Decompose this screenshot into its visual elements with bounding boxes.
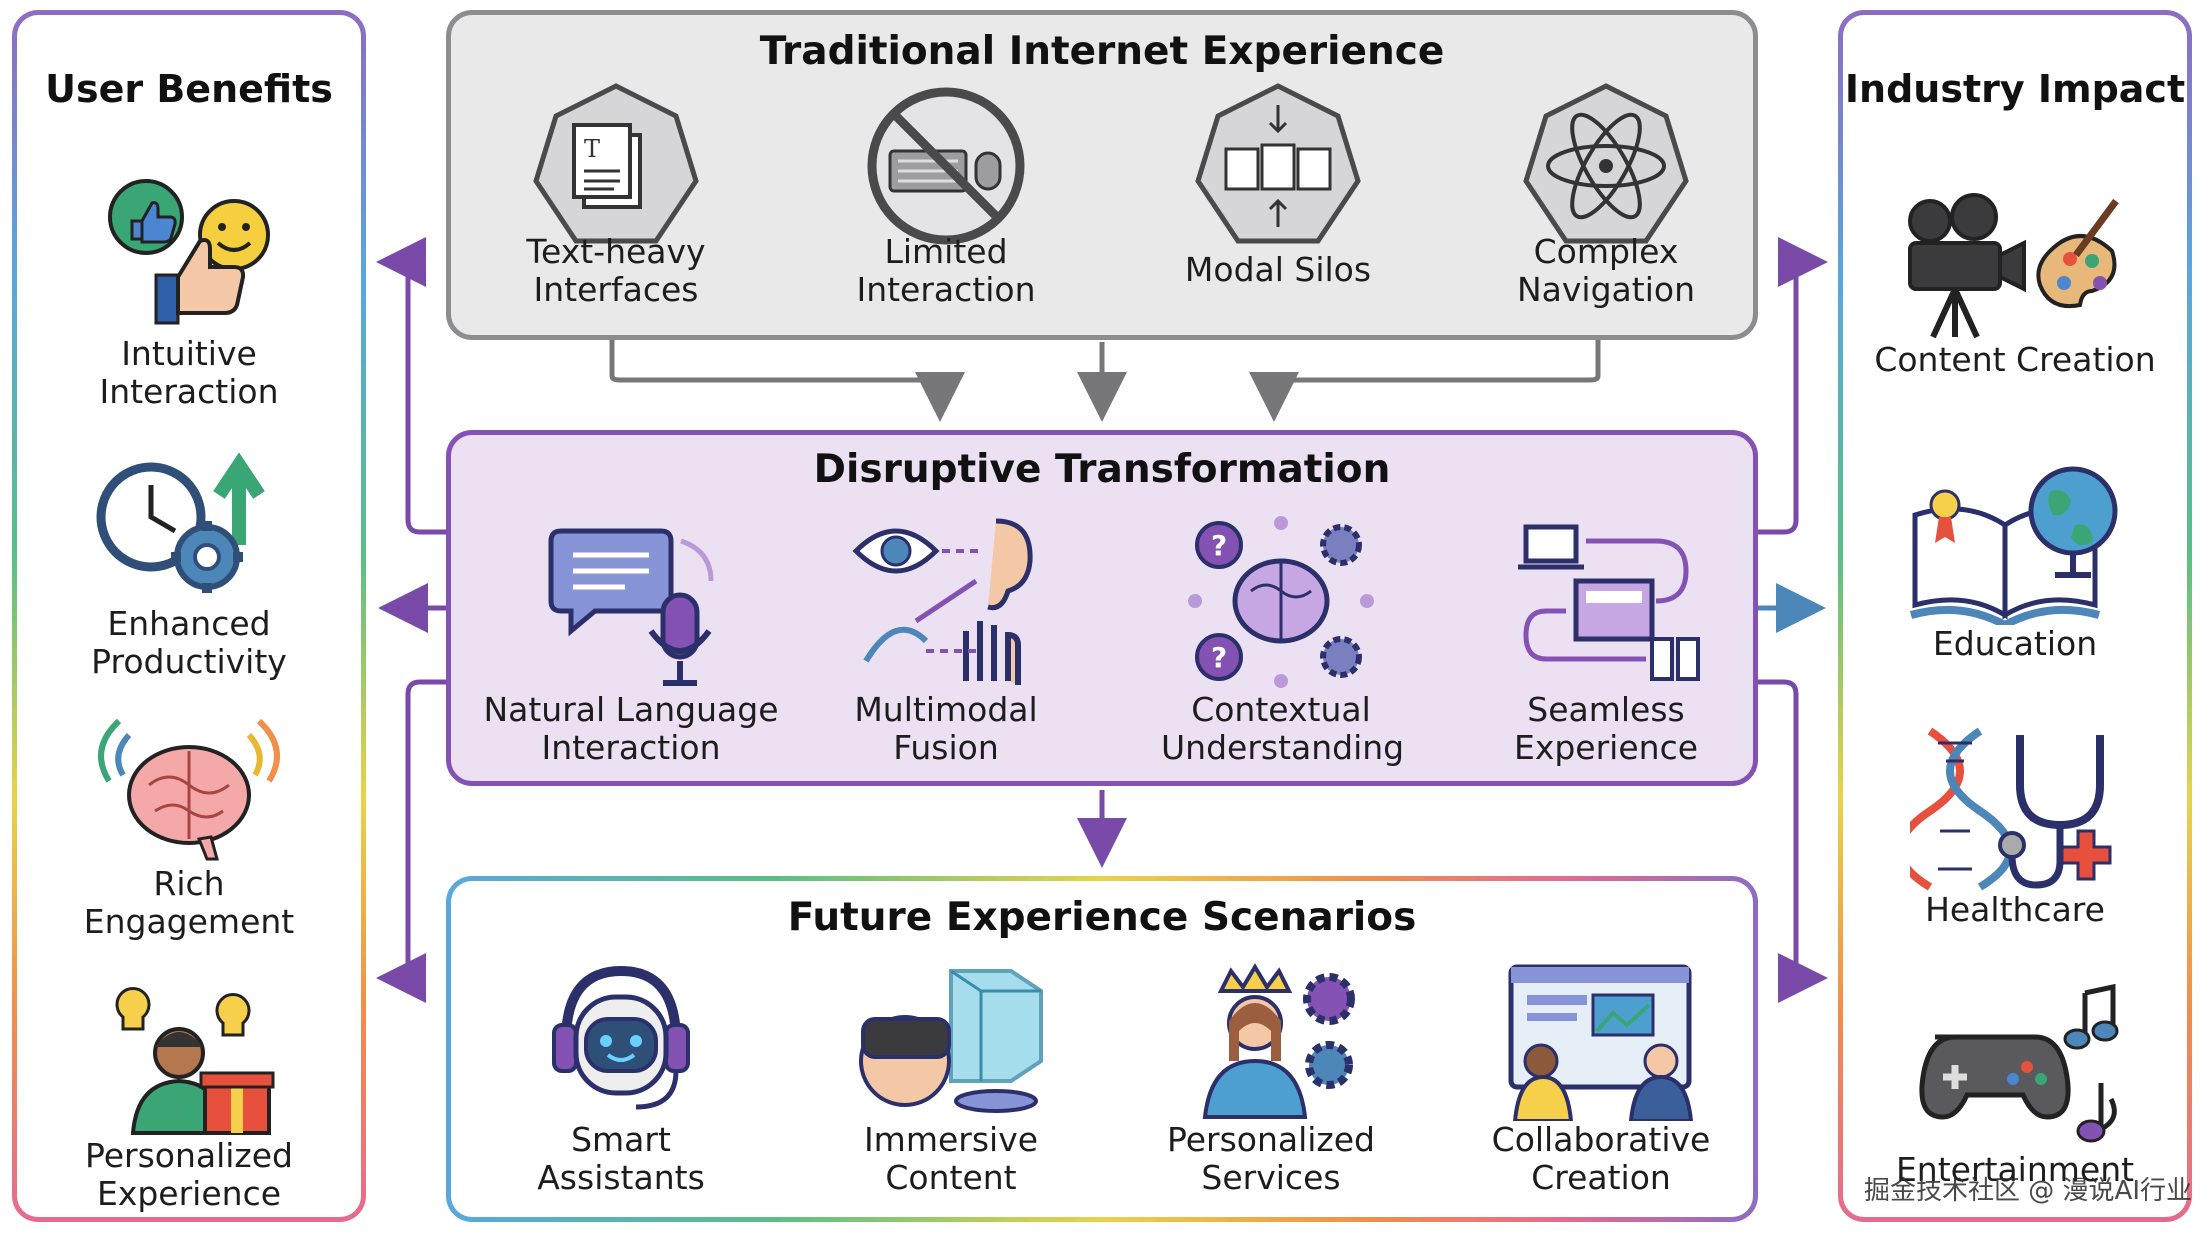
traditional-label: Text-heavy Interfaces [526, 232, 706, 309]
industry-education: Education [1843, 455, 2187, 663]
collaboration-screen-icon [1508, 964, 1694, 1121]
industry-content-creation: Content Creation [1843, 191, 2187, 379]
svg-text:?: ? [1211, 641, 1227, 674]
chat-microphone-icon [548, 528, 714, 686]
dna-stethoscope-icon [1910, 727, 2112, 891]
benefit-label: Enhanced Productivity [91, 604, 287, 681]
disruptive-contextual-understanding: ? ? Contextual Understanding [1161, 511, 1405, 767]
industry-label: Entertainment [1895, 1150, 2135, 1189]
watermark-text: 掘金技术社区 @ 漫说AI行业 [1864, 1176, 2192, 1206]
crowned-person-icon [1202, 963, 1355, 1119]
future-label: Immersive Content [863, 1120, 1039, 1197]
future-label: Collaborative Creation [1491, 1120, 1711, 1197]
brain-network-icon: ? ? [1188, 516, 1374, 688]
disruptive-label: Seamless Experience [1513, 690, 1699, 767]
industry-label: Content Creation [1874, 340, 2156, 379]
traditional-text-heavy: T Text-heavy Interfaces [491, 81, 741, 309]
future-collaborative-creation: Collaborative Creation [1471, 961, 1731, 1197]
atom-icon [1523, 83, 1689, 244]
industry-healthcare: Healthcare [1843, 721, 2187, 929]
traditional-label: Modal Silos [1184, 250, 1372, 289]
benefit-rich-engagement: Rich Engagement [17, 715, 361, 941]
gamepad-music-icon [1919, 983, 2119, 1143]
benefit-label: Personalized Experience [84, 1136, 294, 1213]
industry-label: Healthcare [1925, 890, 2105, 929]
svg-text:T: T [584, 135, 600, 163]
book-globe-icon [1909, 466, 2118, 625]
traditional-modal-silos: Modal Silos [1163, 81, 1393, 289]
user-benefits-panel: User Benefits Intuitive Interaction Enha… [12, 10, 366, 1222]
disruptive-label: Contextual Understanding [1161, 690, 1405, 767]
no-keyboard-icon [867, 87, 1025, 245]
modal-silos-icon [1195, 83, 1361, 244]
benefit-label: Intuitive Interaction [99, 334, 279, 411]
future-personalized-services: Personalized Services [1151, 961, 1391, 1197]
traditional-label: Limited Interaction [856, 232, 1036, 309]
devices-flow-icon [1518, 524, 1700, 681]
person-gift-icon [115, 987, 275, 1135]
disruptive-seamless-experience: Seamless Experience [1491, 511, 1721, 767]
disruptive-title: Disruptive Transformation [813, 447, 1391, 492]
future-label: Personalized Services [1166, 1120, 1376, 1197]
benefit-personalized-experience: Personalized Experience [17, 977, 361, 1213]
disruptive-transformation-panel: Disruptive Transformation Natural Langua… [446, 430, 1758, 786]
traditional-experience-panel: Traditional Internet Experience T Text-h… [446, 10, 1758, 340]
disruptive-label: Multimodal Fusion [854, 690, 1038, 767]
benefit-label: Rich Engagement [83, 864, 295, 941]
future-immersive-content: Immersive Content [831, 961, 1071, 1197]
brain-icon [98, 718, 280, 861]
svg-text:?: ? [1211, 529, 1227, 562]
traditional-complex-navigation: Complex Navigation [1491, 81, 1721, 309]
user-benefits-title: User Benefits [45, 67, 333, 111]
benefit-enhanced-productivity: Enhanced Productivity [17, 445, 361, 681]
vr-headset-icon [859, 969, 1043, 1113]
clock-gear-icon [96, 452, 265, 593]
traditional-limited-interaction: Limited Interaction [831, 81, 1061, 309]
industry-impact-title: Industry Impact [1844, 67, 2186, 111]
future-title: Future Experience Scenarios [787, 895, 1417, 940]
disruptive-label: Natural Language Interaction [483, 690, 779, 767]
documents-icon: T [533, 83, 699, 244]
robot-headset-icon [552, 965, 690, 1110]
thumbs-up-icon [108, 179, 270, 325]
camera-palette-icon [1908, 193, 2119, 339]
disruptive-natural-language: Natural Language Interaction [481, 511, 781, 767]
traditional-title: Traditional Internet Experience [759, 29, 1445, 74]
industry-entertainment: Entertainment [1843, 983, 2187, 1189]
industry-label: Education [1932, 624, 2098, 663]
benefit-intuitive-interaction: Intuitive Interaction [17, 165, 361, 411]
future-smart-assistants: Smart Assistants [491, 961, 751, 1197]
future-label: Smart Assistants [537, 1120, 705, 1197]
eye-ear-hand-icon [852, 518, 1033, 685]
future-scenarios-panel: Future Experience Scenarios Smart Assist… [446, 876, 1758, 1222]
industry-impact-panel: Industry Impact Content Creation Educati… [1838, 10, 2192, 1222]
traditional-label: Complex Navigation [1517, 232, 1695, 309]
disruptive-multimodal-fusion: Multimodal Fusion [831, 511, 1061, 767]
